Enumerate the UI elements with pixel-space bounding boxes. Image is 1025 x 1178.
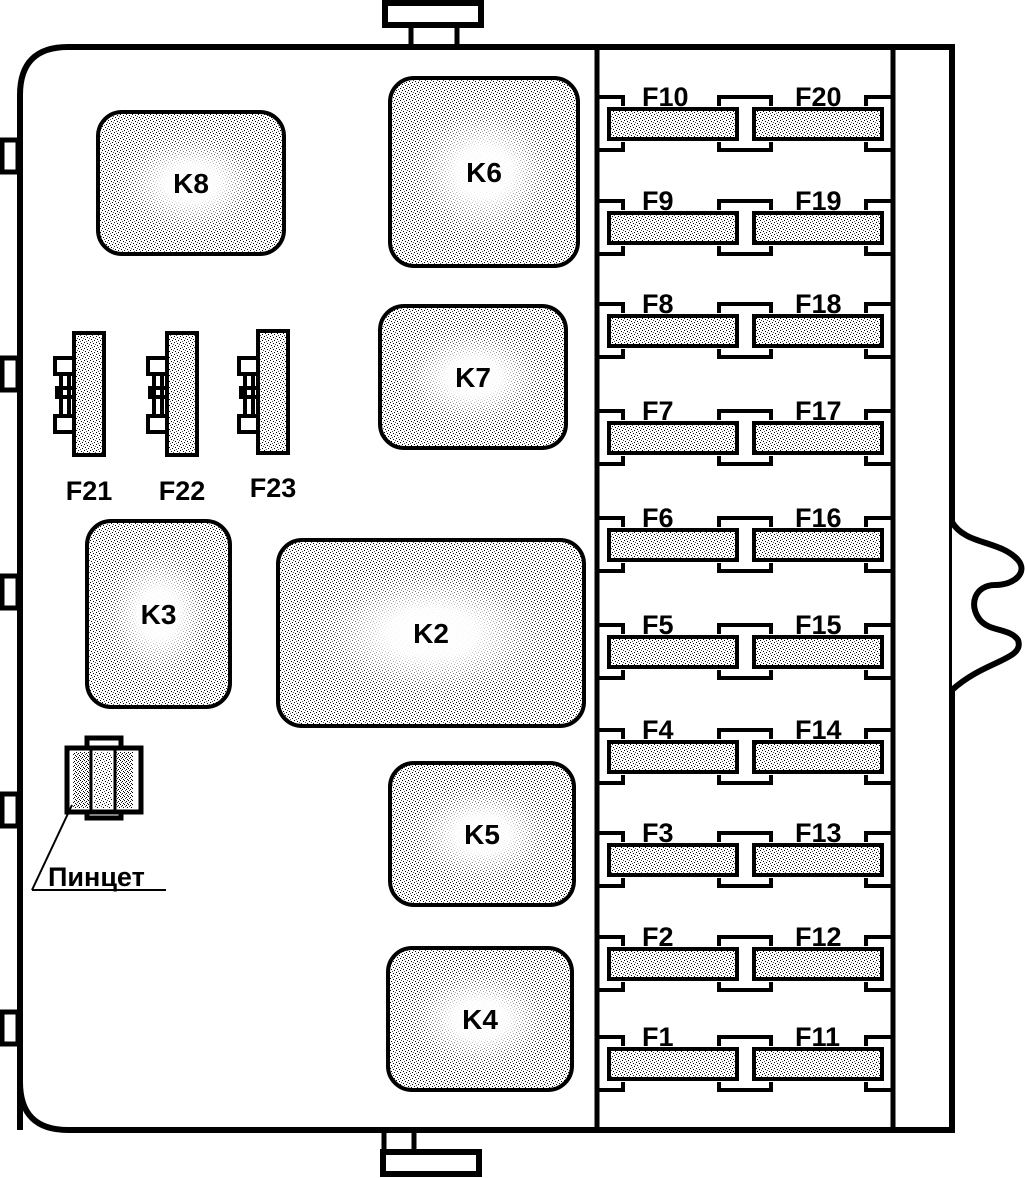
fuse-label: F22: [159, 476, 206, 506]
relay-k6[interactable]: K6: [388, 76, 580, 268]
fuse-f7[interactable]: F7: [607, 396, 739, 455]
fuse-f3[interactable]: F3: [607, 818, 739, 877]
fuse-label: F20: [795, 82, 842, 112]
fuse-label: F14: [795, 715, 842, 745]
relay-label: K3: [141, 599, 177, 630]
fuse-label: F6: [642, 503, 674, 533]
fuse-label: F1: [642, 1022, 674, 1052]
side-latch: [949, 520, 1025, 693]
fuse-label: F13: [795, 818, 842, 848]
relay-label: K6: [466, 157, 502, 188]
relay-k3[interactable]: K3: [85, 519, 232, 709]
fuse-label: F5: [642, 610, 674, 640]
fuse-label: F9: [642, 186, 674, 216]
fuse-label: F4: [642, 715, 674, 745]
fuse-f8[interactable]: F8: [607, 289, 739, 348]
fuse-f22[interactable]: F22: [146, 331, 206, 506]
fuse-label: F18: [795, 289, 842, 319]
fuse-label: F15: [795, 610, 842, 640]
fuse-f10[interactable]: F10: [607, 82, 739, 141]
relay-label: K8: [173, 168, 209, 199]
fuse-f21[interactable]: F21: [53, 331, 113, 506]
fuse-label: F2: [642, 922, 674, 952]
top-clip: [382, 0, 484, 28]
fuse-f6[interactable]: F6: [607, 503, 739, 562]
fuse-f9[interactable]: F9: [607, 186, 739, 245]
fuse-f20[interactable]: F20: [752, 82, 884, 141]
fuse-f19[interactable]: F19: [752, 186, 884, 245]
fuse-label: F10: [642, 82, 689, 112]
relay-k7[interactable]: K7: [378, 304, 568, 450]
relay-label: K2: [413, 618, 449, 649]
left-tabs: [0, 137, 21, 1047]
relay-k4[interactable]: K4: [386, 946, 574, 1092]
fuse-f5[interactable]: F5: [607, 610, 739, 669]
relay-k5[interactable]: K5: [388, 761, 576, 907]
fuse-f23[interactable]: F23: [237, 329, 297, 503]
fuse-label: F16: [795, 503, 842, 533]
fuse-f4[interactable]: F4: [607, 715, 739, 774]
fuse-label: F23: [250, 473, 297, 503]
fuse-f18[interactable]: F18: [752, 289, 884, 348]
tweezers-label: Пинцет: [48, 862, 145, 892]
fuse-label: F7: [642, 396, 674, 426]
fuse-f2[interactable]: F2: [607, 922, 739, 981]
fuse-f14[interactable]: F14: [752, 715, 884, 774]
fuse-f12[interactable]: F12: [752, 922, 884, 981]
bottom-clip: [380, 1149, 482, 1177]
fuse-label: F11: [795, 1022, 840, 1052]
fuse-label: F8: [642, 289, 674, 319]
relay-label: K5: [464, 819, 500, 850]
vertical-fuses: F21 F22 F23: [53, 329, 297, 506]
fuse-label: F19: [795, 186, 842, 216]
fuse-f11[interactable]: F11: [752, 1022, 884, 1081]
housing-outline: [17, 44, 955, 1133]
relay-label: K7: [455, 362, 491, 393]
fuse-label: F3: [642, 818, 674, 848]
tweezers[interactable]: Пинцет: [31, 735, 166, 892]
fuse-f15[interactable]: F15: [752, 610, 884, 669]
relay-k2[interactable]: K2: [276, 538, 586, 728]
fuse-label: F17: [795, 396, 842, 426]
tweezers-leader-line: [31, 804, 73, 891]
fuse-f16[interactable]: F16: [752, 503, 884, 562]
fuse-label: F21: [66, 476, 113, 506]
fuse-label: F12: [795, 922, 842, 952]
relay-label: K4: [462, 1004, 498, 1035]
relay-k8[interactable]: K8: [96, 110, 286, 256]
fuse-f13[interactable]: F13: [752, 818, 884, 877]
fuse-f17[interactable]: F17: [752, 396, 884, 455]
fuse-f1[interactable]: F1: [607, 1022, 739, 1081]
